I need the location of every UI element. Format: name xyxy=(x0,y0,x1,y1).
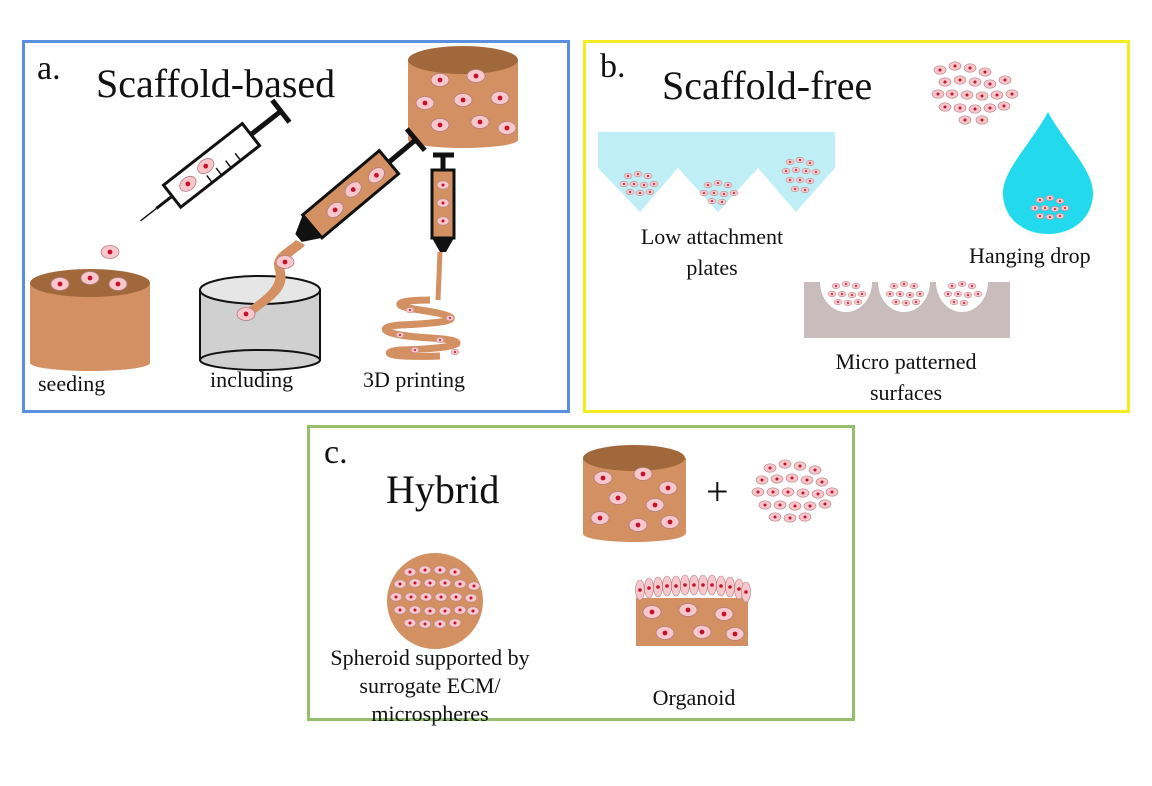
label-3d-printing: 3D printing xyxy=(363,367,466,392)
hanging-drop-icon xyxy=(1003,112,1093,234)
label-hanging-drop: Hanging drop xyxy=(969,243,1091,268)
label-spheroid-line2: surrogate ECM/ xyxy=(359,673,501,698)
label-low-attachment-line2: plates xyxy=(686,255,738,280)
hybrid-cell-cluster-icon xyxy=(751,459,839,523)
label-including: including xyxy=(210,367,294,392)
low-attachment-plate-icon xyxy=(598,132,835,212)
panel-hybrid xyxy=(307,425,855,721)
label-seeding: seeding xyxy=(38,371,106,396)
label-micro-patterned-line1: Micro patterned xyxy=(835,349,977,374)
plus-sign: + xyxy=(706,469,729,514)
spheroid-icon xyxy=(387,553,483,649)
syringe-including-icon xyxy=(295,127,427,242)
panel-b-title: Scaffold-free xyxy=(662,63,873,108)
label-organoid: Organoid xyxy=(652,685,736,710)
panel-c-letter: c. xyxy=(324,434,348,471)
organoid-icon xyxy=(635,574,751,646)
micro-patterned-surface-icon xyxy=(804,280,1010,338)
panel-scaffold-based xyxy=(22,40,570,413)
hybrid-scaffold-cylinder-icon xyxy=(583,445,686,542)
panel-a-letter: a. xyxy=(37,50,61,87)
panel-scaffold-free xyxy=(583,40,1130,413)
scaffold-cylinder-icon xyxy=(408,46,518,148)
cell-cluster-icon xyxy=(931,61,1019,125)
label-spheroid-line3: microspheres xyxy=(371,701,489,726)
label-micro-patterned-line2: surfaces xyxy=(869,380,943,405)
label-spheroid-line1: Spheroid supported by xyxy=(330,645,530,670)
label-low-attachment-line1: Low attachment xyxy=(640,224,784,249)
panel-b-letter: b. xyxy=(600,48,626,85)
seeding-scaffold-icon xyxy=(30,269,150,371)
panel-a-title: Scaffold-based xyxy=(96,61,336,106)
panel-c-title: Hybrid xyxy=(386,467,500,512)
syringe-seeding-icon xyxy=(140,98,292,222)
bioprinter-nozzle-icon xyxy=(381,152,461,360)
dish-icon xyxy=(199,240,321,371)
